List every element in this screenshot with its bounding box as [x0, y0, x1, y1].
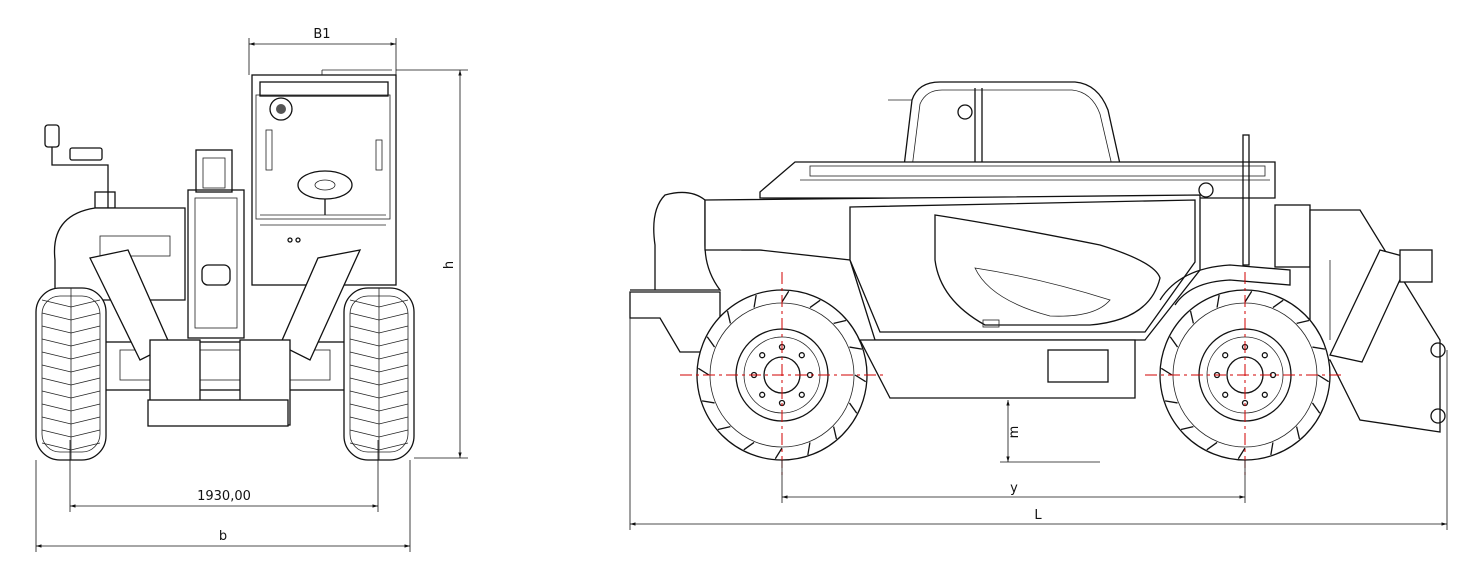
tread-chevron: [349, 325, 409, 334]
tread-chevron: [349, 390, 409, 399]
tread-chevron: [349, 338, 409, 347]
tread-chevron: [41, 390, 101, 399]
tread-chevron: [41, 377, 101, 386]
tire-lug: [1270, 442, 1274, 456]
tread-chevron: [41, 299, 101, 308]
tire-lug: [833, 319, 847, 325]
tread-chevron: [41, 416, 101, 425]
wheel-bolt: [1222, 391, 1229, 398]
tire-lug: [753, 294, 757, 308]
tire-lug: [1272, 299, 1284, 309]
tire-lug: [1244, 290, 1253, 303]
tread-chevron: [349, 364, 409, 373]
tread-chevron: [349, 377, 409, 386]
front-cab: [251, 69, 397, 286]
wheel-bolt: [759, 391, 766, 398]
wheel-bolt: [759, 352, 766, 359]
tread-chevron: [349, 312, 409, 321]
tire-lug: [1317, 374, 1330, 383]
dimension-l: L: [629, 292, 1448, 530]
wheel-bolt: [1261, 352, 1268, 359]
dimension-track: 1930,00: [69, 440, 379, 512]
wheel-bolt: [1261, 391, 1268, 398]
tread-chevron: [41, 338, 101, 347]
tire-lug: [1206, 441, 1218, 451]
dimension-h: h: [396, 69, 468, 459]
tread-chevron: [349, 351, 409, 360]
tire-lug: [854, 374, 867, 383]
side-body: [704, 194, 1291, 399]
tire-lug: [743, 441, 755, 451]
tire-lug: [1164, 400, 1178, 404]
tread-chevron: [349, 403, 409, 412]
tread-chevron: [41, 364, 101, 373]
front-stabilizers: [89, 249, 362, 427]
tread-chevron: [349, 299, 409, 308]
wheel-bolt: [1222, 352, 1229, 359]
dimension-y: y: [781, 460, 1246, 503]
tire-lug: [1237, 447, 1246, 460]
tire-lug: [1216, 294, 1220, 308]
tread-chevron: [349, 416, 409, 425]
front-boom: [187, 149, 245, 339]
side-counterweight: [630, 191, 722, 291]
tire-lug: [1169, 336, 1179, 348]
dimension-m-label: m: [1007, 426, 1022, 439]
tread-chevron: [349, 429, 409, 438]
wheel-bolt: [798, 352, 805, 359]
tire-lug: [1312, 346, 1326, 350]
dimension-h-label: h: [442, 261, 457, 269]
tread-chevron: [41, 312, 101, 321]
front-left-wheel: [35, 287, 107, 461]
tire-lug: [717, 425, 731, 431]
dimension-b: b: [35, 460, 411, 552]
tire-lug: [848, 402, 858, 414]
tire-lug: [832, 426, 838, 440]
wheel-centerlines: [680, 272, 1345, 478]
dimension-b-label: b: [219, 529, 227, 544]
tire-lug: [1189, 310, 1195, 324]
side-carriage: [1274, 204, 1446, 433]
tire-lug: [774, 447, 783, 460]
side-boom: [759, 134, 1276, 266]
tire-lug: [849, 346, 863, 350]
tread-chevron: [41, 351, 101, 360]
tread-chevron: [41, 403, 101, 412]
side-view: m y L: [629, 81, 1448, 530]
tire-lug: [1180, 425, 1194, 431]
dimension-b1: B1: [248, 27, 397, 75]
tire-lug: [781, 290, 790, 303]
front-view: B1 h 1930,00 b: [35, 27, 468, 552]
tire-lug: [706, 336, 716, 348]
dimension-track-label: 1930,00: [197, 489, 251, 504]
tread-chevron: [349, 442, 409, 451]
front-mirror: [44, 124, 116, 210]
dimension-b1-label: B1: [313, 27, 330, 42]
wheel-bolt: [798, 391, 805, 398]
tire-lug: [1295, 426, 1301, 440]
tire-lug: [697, 367, 710, 376]
dimension-y-label: y: [1010, 481, 1018, 496]
tire-lug: [726, 310, 732, 324]
tread-chevron: [41, 442, 101, 451]
tire-lug: [1311, 402, 1321, 414]
dimension-l-label: L: [1034, 508, 1042, 523]
tire-lug: [807, 442, 811, 456]
tire-lug: [1296, 319, 1310, 325]
tire-lug: [1160, 367, 1173, 376]
front-right-wheel: [343, 287, 415, 461]
tread-chevron: [41, 325, 101, 334]
tread-chevron: [41, 429, 101, 438]
tire-lug: [701, 400, 715, 404]
dimension-m: m: [1000, 400, 1100, 463]
tire-lug: [809, 299, 821, 309]
